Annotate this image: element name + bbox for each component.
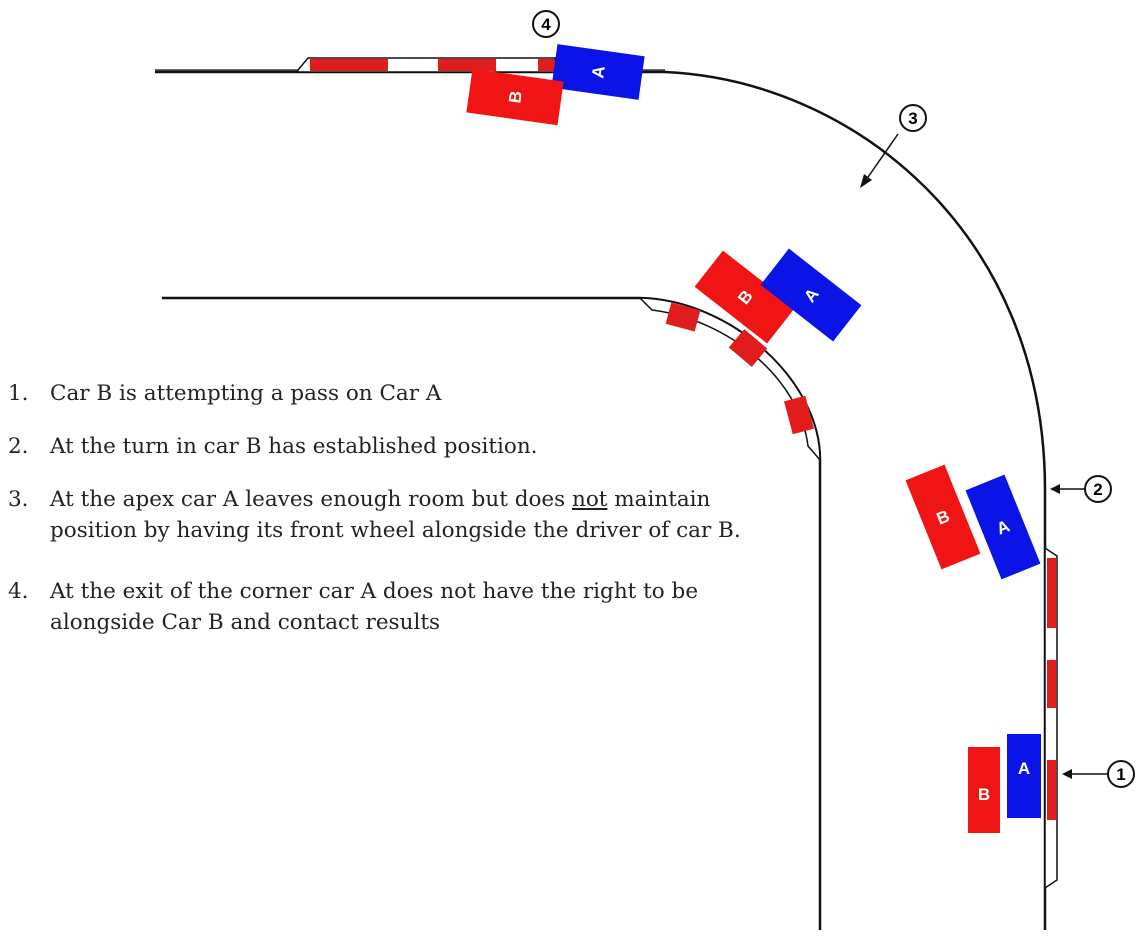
- arrowhead-icon: [1050, 484, 1060, 494]
- car-b-pos4: B: [466, 68, 564, 126]
- explanation-steps: 1. Car B is attempting a pass on Car A 2…: [8, 378, 798, 660]
- step-item: 3. At the apex car A leaves enough room …: [8, 484, 798, 546]
- car-b-pos3: B: [694, 250, 796, 344]
- step-number: 3.: [8, 487, 29, 512]
- car-a-label: A: [1018, 759, 1030, 778]
- marker-1: 1: [1062, 760, 1135, 788]
- arrowhead-icon: [860, 174, 872, 188]
- outer-track-edge: [155, 70, 1047, 930]
- step-number: 1.: [8, 381, 29, 406]
- arrow-icon: [865, 133, 899, 181]
- step-text-underlined: not: [572, 487, 608, 512]
- step-text-after: maintain position by having its front wh…: [50, 487, 741, 543]
- step-number: 4.: [8, 579, 29, 604]
- step-item: 1. Car B is attempting a pass on Car A: [8, 378, 798, 409]
- car-a-pos2: A: [965, 474, 1041, 580]
- marker-1-number: 1: [1116, 765, 1125, 784]
- car-a-pos3: A: [760, 248, 862, 342]
- step-text: At the turn in car B has established pos…: [50, 434, 538, 459]
- kerb-top: [297, 57, 556, 73]
- step-item: 2. At the turn in car B has established …: [8, 431, 798, 462]
- car-b-pos1: B: [968, 747, 1000, 833]
- marker-4: 4: [532, 10, 560, 38]
- car-b-pos2: B: [905, 464, 981, 570]
- step-text: Car B is attempting a pass on Car A: [50, 381, 442, 406]
- marker-3: 3: [860, 104, 927, 188]
- car-a-pos1: A: [1007, 734, 1041, 818]
- step-text-before: At the apex car A leaves enough room but…: [50, 487, 572, 512]
- car-b-label: B: [505, 90, 526, 105]
- step-number: 2.: [8, 434, 29, 459]
- marker-2-number: 2: [1093, 480, 1102, 499]
- marker-2: 2: [1050, 475, 1112, 503]
- marker-3-number: 3: [908, 109, 917, 128]
- car-b-label: B: [978, 785, 990, 804]
- car-a-pos4: A: [551, 44, 645, 100]
- arrowhead-icon: [1062, 769, 1072, 779]
- step-text: At the exit of the corner car A does not…: [50, 579, 699, 635]
- step-text: At the apex car A leaves enough room but…: [50, 487, 741, 543]
- car-a-label: A: [588, 65, 609, 80]
- marker-4-number: 4: [541, 15, 551, 34]
- step-item: 4. At the exit of the corner car A does …: [8, 576, 798, 638]
- kerb-apex: [638, 297, 821, 463]
- kerb-right: [1044, 546, 1058, 890]
